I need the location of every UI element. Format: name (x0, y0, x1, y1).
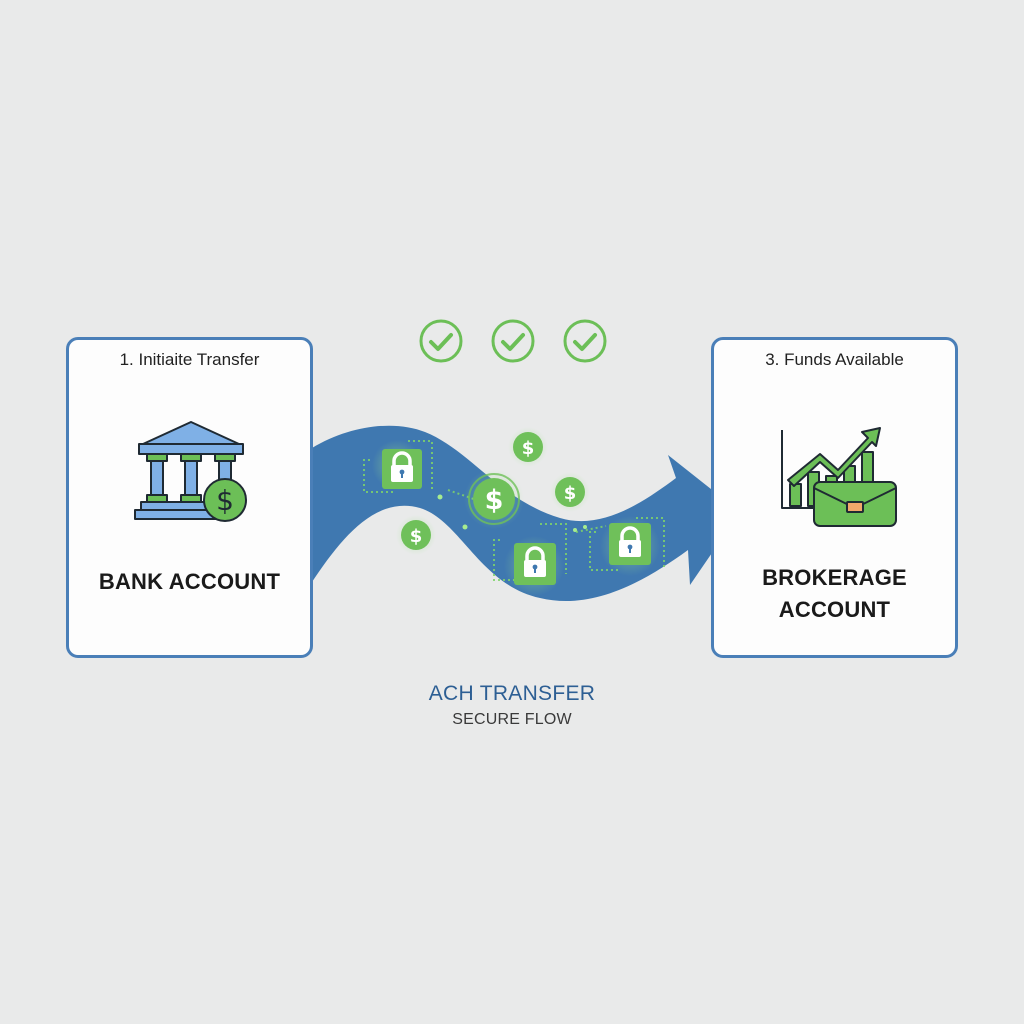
dollar-coin-icon: $ (203, 478, 247, 522)
padlock-icon (504, 536, 564, 596)
bank-account-card: 1. Initiaite Transfer $ BANK ACCOUNT (66, 337, 313, 658)
bank-building-icon: $ (134, 421, 247, 522)
verification-checkmarks (418, 318, 608, 364)
padlock-icon (600, 516, 660, 576)
ach-transfer-caption: ACH TRANSFER (428, 682, 596, 705)
step-label: 3. Funds Available (765, 350, 904, 369)
card-title-line2: ACCOUNT (778, 597, 891, 622)
brokerage-account-card: 3. Funds Available BROKERAGE ACCOUNT (711, 337, 958, 658)
dollar-coin-icon: $ (550, 472, 590, 512)
check-circle-icon (491, 319, 535, 363)
dollar-coin-icon: $ (508, 427, 548, 467)
svg-text:$: $ (485, 485, 504, 516)
growth-chart-briefcase-icon (781, 427, 897, 527)
secure-flow-caption: SECURE FLOW (452, 711, 572, 728)
wave-arrow-band (312, 425, 740, 602)
padlock-icon (372, 440, 422, 490)
dollar-coin-icon-large: $ (464, 469, 524, 529)
check-circle-icon (419, 319, 463, 363)
check-circle-icon (563, 319, 607, 363)
svg-text:$: $ (216, 484, 234, 517)
step-label: 1. Initiaite Transfer (119, 350, 260, 369)
card-title-line1: BROKERAGE (762, 565, 907, 590)
card-title: BANK ACCOUNT (98, 569, 281, 594)
svg-text:$: $ (522, 438, 535, 459)
svg-text:$: $ (564, 483, 577, 504)
dollar-coin-icon: $ (396, 515, 436, 555)
svg-text:$: $ (410, 526, 423, 547)
card-title: BROKERAGE ACCOUNT (714, 562, 955, 626)
